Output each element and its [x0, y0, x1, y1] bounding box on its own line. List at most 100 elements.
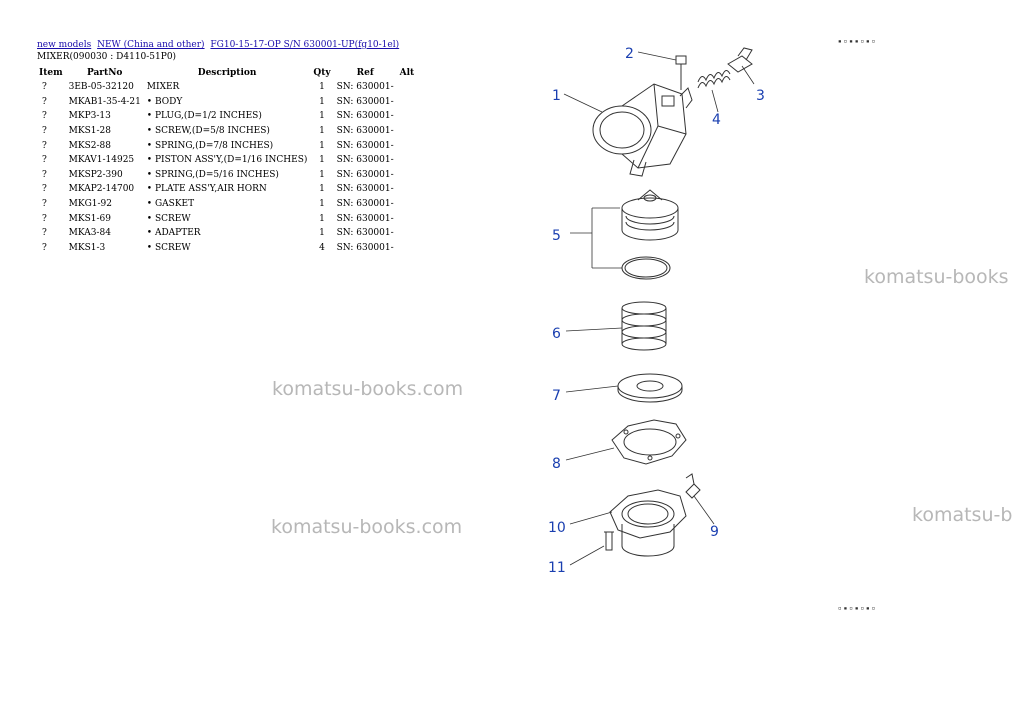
- table-cell-ref: SN: 630001-: [336, 199, 394, 210]
- col-header-qty: Qty: [313, 68, 331, 78]
- gasket-drawing: [611, 419, 687, 465]
- table-cell-alt: [397, 211, 418, 226]
- table-cell-partno: MKS1-69: [68, 213, 111, 224]
- table-cell-item: ?: [42, 140, 47, 151]
- table-cell-qty: 4: [319, 242, 325, 253]
- table-cell-description: • PLUG,(D=1/2 INCHES): [146, 111, 262, 122]
- table-cell-description: • GASKET: [146, 199, 195, 210]
- table-cell-item: ?: [42, 184, 47, 195]
- table-cell-description: • SPRING,(D=5/16 INCHES): [146, 169, 279, 180]
- table-cell-item: ?: [42, 111, 47, 122]
- callout-2: 2: [625, 46, 634, 62]
- table-row: ? MKAP2-14700 • PLATE ASS'Y,AIR HORN 1 SN: 6…: [36, 182, 417, 197]
- spring-small-drawing: [697, 70, 731, 89]
- table-cell-ref: SN: 630001-: [336, 242, 394, 253]
- table-row: ? MKP3-13 • PLUG,(D=1/2 INCHES) 1 SN: 630001…: [36, 109, 417, 124]
- table-cell-alt: [397, 168, 418, 183]
- breadcrumb-link-new-china[interactable]: NEW (China and other): [97, 40, 205, 50]
- table-cell-description: MIXER: [146, 82, 180, 93]
- table-cell-item: ?: [42, 169, 47, 180]
- table-cell-alt: [397, 80, 418, 95]
- plug-drawing: [675, 55, 687, 90]
- mixer-body-drawing: [592, 83, 693, 177]
- leader-lines: [563, 51, 755, 566]
- screw-9-drawing: [685, 473, 701, 499]
- table-cell-item: ?: [42, 155, 47, 166]
- table-cell-alt: [397, 153, 418, 168]
- table-cell-description: • SCREW: [146, 242, 191, 253]
- col-header-description: Description: [197, 68, 257, 78]
- callout-7: 7: [552, 388, 561, 404]
- table-cell-alt: [397, 226, 418, 241]
- table-cell-ref: SN: 630001-: [336, 155, 394, 166]
- drawing-code-mark: ▪▫▪▪▫▪▫: [838, 38, 878, 45]
- table-cell-item: ?: [42, 242, 47, 253]
- table-cell-qty: 1: [319, 111, 325, 122]
- callout-8: 8: [552, 456, 561, 472]
- screw-3-drawing: [727, 47, 753, 73]
- table-cell-item: ?: [42, 213, 47, 224]
- air-horn-plate-drawing: [617, 373, 683, 403]
- callout-9: 9: [710, 524, 719, 540]
- table-cell-ref: SN: 630001-: [336, 228, 394, 239]
- col-header-partno: PartNo: [86, 68, 123, 78]
- callout-11: 11: [548, 560, 566, 576]
- callout-6: 6: [552, 326, 561, 342]
- table-cell-alt: [397, 95, 418, 110]
- table-cell-qty: 1: [319, 184, 325, 195]
- table-cell-alt: [397, 138, 418, 153]
- table-cell-qty: 1: [319, 140, 325, 151]
- table-cell-partno: MKP3-13: [68, 111, 111, 122]
- watermark-text: komatsu-books.com: [271, 516, 463, 538]
- table-row: ?MKAV1-14925• PISTON ASS'Y,(D=1/16 INCHE…: [36, 153, 417, 168]
- table-cell-partno: MKAB1-35-4-21: [68, 96, 141, 107]
- table-cell-ref: SN: 630001-: [336, 111, 394, 122]
- table-cell-qty: 1: [319, 82, 325, 93]
- breadcrumb: new models NEW (China and other) FG10-15…: [37, 40, 402, 50]
- table-cell-item: ?: [42, 96, 47, 107]
- parts-table: Item PartNo Description Qty Ref Alt ?3EB…: [36, 66, 417, 255]
- drawing-footer-mark: ▫▪▫▪▫▪▫: [838, 605, 878, 612]
- table-cell-alt: [397, 197, 418, 212]
- table-cell-ref: SN: 630001-: [336, 140, 394, 151]
- table-cell-ref: SN: 630001-: [336, 184, 394, 195]
- table-cell-partno: MKA3-84: [68, 228, 111, 239]
- table-cell-description: • SPRING,(D=7/8 INCHES): [146, 140, 274, 151]
- breadcrumb-link-new-models[interactable]: new models: [37, 40, 92, 50]
- table-cell-partno: MKAP2-14700: [68, 184, 135, 195]
- table-cell-alt: [397, 109, 418, 124]
- table-cell-description: • PLATE ASS'Y,AIR HORN: [146, 184, 267, 195]
- section-title: MIXER(090030 : D4110-51P0): [37, 52, 177, 62]
- table-cell-alt: [397, 182, 418, 197]
- table-cell-alt: [397, 124, 418, 139]
- table-cell-qty: 1: [319, 126, 325, 137]
- callout-3: 3: [756, 88, 765, 104]
- callout-1: 1: [552, 88, 561, 104]
- table-cell-alt: [397, 241, 418, 256]
- table-cell-description: • SCREW,(D=5/8 INCHES): [146, 126, 270, 137]
- spring-large-drawing: [621, 301, 667, 351]
- piston-assembly-drawing: [621, 189, 679, 280]
- table-cell-ref: SN: 630001-: [336, 126, 394, 137]
- table-cell-ref: SN: 630001-: [336, 96, 394, 107]
- table-cell-partno: MKS1-3: [68, 242, 106, 253]
- table-cell-partno: 3EB-05-32120: [68, 82, 134, 93]
- watermark-text: komatsu-b: [912, 504, 1013, 526]
- table-cell-description: • ADAPTER: [146, 228, 201, 239]
- callout-5: 5: [552, 228, 561, 244]
- table-cell-item: ?: [42, 228, 47, 239]
- adapter-drawing: [609, 489, 687, 557]
- breadcrumb-link-model[interactable]: FG10-15-17-OP S/N 630001-UP(fg10-1el): [210, 40, 400, 50]
- table-cell-ref: SN: 630001-: [336, 169, 394, 180]
- watermark-text: komatsu-books.com: [272, 378, 464, 400]
- table-cell-qty: 1: [319, 169, 325, 180]
- table-cell-qty: 1: [319, 96, 325, 107]
- watermark-text: komatsu-books: [864, 266, 1009, 288]
